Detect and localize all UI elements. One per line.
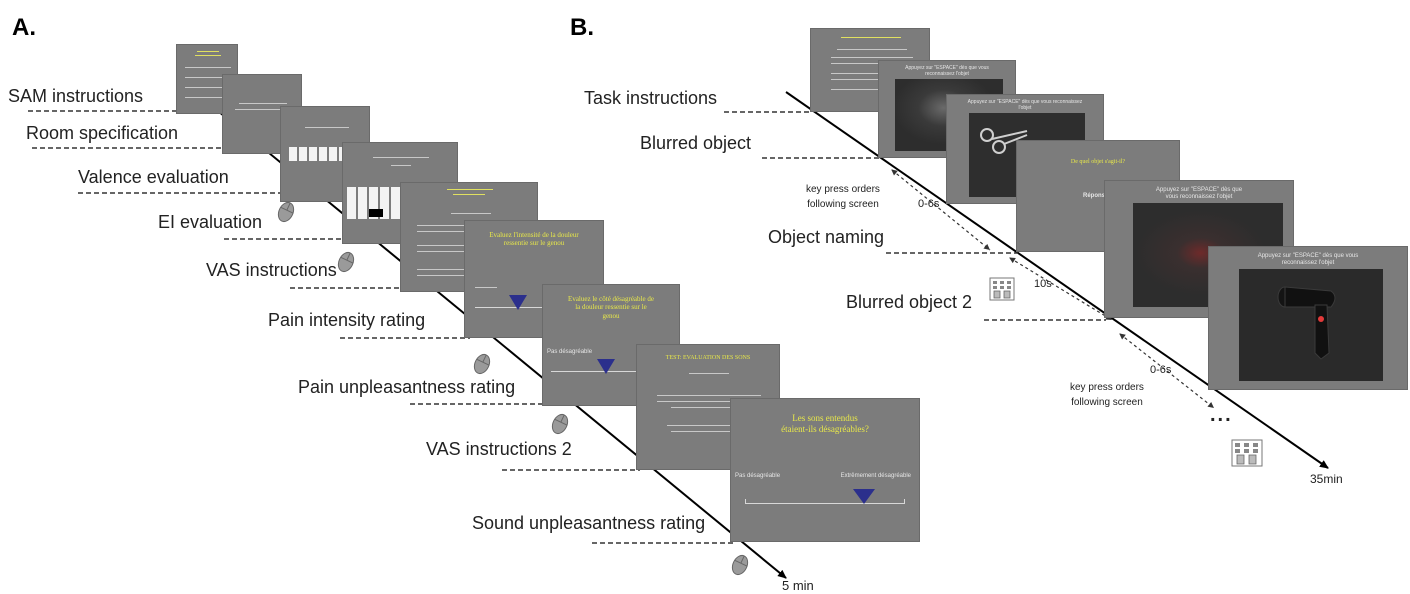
mouse-icon	[551, 413, 569, 435]
label-task-instructions: Task instructions	[584, 88, 718, 108]
label-ei-evaluation: EI evaluation	[158, 212, 263, 232]
sound-unpleasantness-screen: Les sons entendus étaient-ils désagréabl…	[730, 398, 920, 542]
clear2-prompt: Appuyez sur "ESPACE" dès que vous reconn…	[1257, 253, 1359, 267]
vas-cursor	[853, 489, 875, 504]
label-pain-intensity-rating: Pain intensity rating	[268, 310, 426, 330]
mouse-icon	[731, 554, 749, 576]
sound-left-anchor: Pas désagréable	[735, 473, 781, 479]
mouse-icon	[473, 353, 491, 375]
hairdryer-icon	[1277, 286, 1336, 360]
keyboard-hands-icon	[989, 277, 1015, 301]
label-sam-instructions: SAM instructions	[8, 86, 144, 106]
vas-cursor	[509, 295, 527, 310]
delay-label-2: 10s	[1034, 278, 1052, 290]
interval-arrow-3	[1119, 333, 1215, 409]
pain-unpleasantness-left-anchor: Pas désagréable	[547, 349, 593, 355]
blurred-prompt: Appuyez sur "ESPACE" dès que vous reconn…	[905, 65, 989, 77]
vas-scale-tick-right	[904, 499, 905, 504]
vas-scale-line	[475, 307, 595, 308]
pain-intensity-title: Evaluez l'intensité de la douleur ressen…	[489, 231, 579, 248]
pain-unpleasantness-title: Evaluez le côté désagréable de la douleu…	[568, 295, 654, 320]
ei-marker	[369, 209, 383, 217]
panel-a-letter: A.	[12, 14, 36, 41]
label-blurred-object-2: Blurred object 2	[846, 292, 973, 312]
scissors-icon	[980, 128, 1028, 154]
sound-right-anchor: Extrêmement désagréable	[840, 473, 911, 479]
panel-b-letter: B.	[570, 14, 594, 41]
label-vas-instructions-2: VAS instructions 2	[426, 439, 572, 459]
blurred2-prompt: Appuyez sur "ESPACE" dès que vous reconn…	[1155, 187, 1243, 201]
label-valence-evaluation: Valence evaluation	[78, 167, 229, 187]
label-vas-instructions: VAS instructions	[206, 260, 337, 280]
key-press-note-2: key press orders following screen	[1070, 382, 1144, 408]
label-sound-unpleasantness-rating: Sound unpleasantness rating	[472, 513, 706, 533]
hairdryer-image	[1239, 269, 1383, 381]
delay-label-3: 0-6s	[1150, 364, 1172, 376]
vas-cursor	[597, 359, 615, 374]
label-room-specification: Room specification	[26, 123, 179, 143]
mouse-icon	[277, 201, 295, 223]
naming-question: De quel objet s'agit-il?	[1070, 159, 1126, 165]
clear-object-2-screen: Appuyez sur "ESPACE" dès que vous reconn…	[1208, 246, 1408, 390]
sound-rating-title: Les sons entendus étaient-ils désagréabl…	[781, 413, 869, 434]
panel-b-end-time: 35min	[1310, 472, 1343, 486]
continuation-ellipsis: ...	[1210, 404, 1233, 426]
interval-arrow-2	[1009, 257, 1113, 321]
key-press-note-1: key press orders following screen	[806, 184, 880, 210]
vas-scale-tick-left	[745, 499, 746, 504]
panel-a-end-time: 5 min	[782, 578, 814, 593]
keyboard-hands-icon	[1231, 439, 1263, 467]
vas2-title: TEST: EVALUATION DES SONS	[665, 355, 751, 361]
vas-scale-line	[745, 503, 905, 504]
label-object-naming: Object naming	[768, 227, 885, 247]
clear-prompt: Appuyez sur "ESPACE" dès que vous reconn…	[967, 99, 1083, 111]
label-blurred-object: Blurred object	[640, 133, 752, 153]
label-pain-unpleasantness-rating: Pain unpleasantness rating	[298, 377, 516, 397]
mouse-icon	[337, 251, 355, 273]
delay-label-1: 0-6s	[918, 198, 940, 210]
